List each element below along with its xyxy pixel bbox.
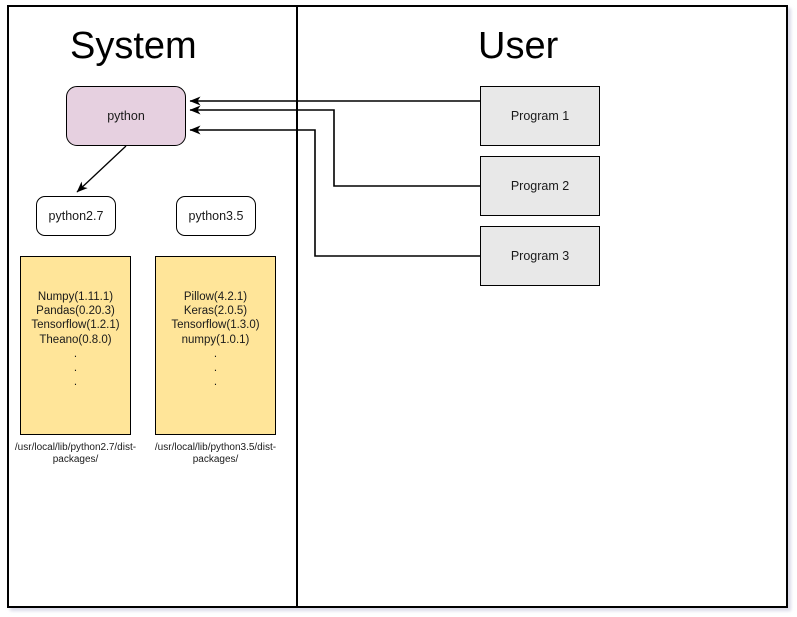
package-list-python35: Pillow(4.2.1) Keras(2.0.5) Tensorflow(1.…	[171, 291, 260, 389]
program-1-box[interactable]: Program 1	[480, 86, 600, 146]
path-label-python27: /usr/local/lib/python2.7/dist-packages/	[14, 442, 137, 465]
node-python35[interactable]: python3.5	[176, 196, 256, 236]
program-3-box[interactable]: Program 3	[480, 226, 600, 286]
package-box-python27[interactable]: Numpy(1.11.1) Pandas(0.20.3) Tensorflow(…	[20, 256, 131, 435]
program-2-box[interactable]: Program 2	[480, 156, 600, 216]
package-list-python27: Numpy(1.11.1) Pandas(0.20.3) Tensorflow(…	[31, 291, 120, 389]
node-python27[interactable]: python2.7	[36, 196, 116, 236]
system-user-divider	[296, 7, 298, 606]
section-title-user: User	[478, 25, 559, 67]
path-label-python35: /usr/local/lib/python3.5/dist-packages/	[154, 442, 277, 465]
section-title-system: System	[70, 25, 197, 67]
node-python[interactable]: python	[66, 86, 186, 146]
package-box-python35[interactable]: Pillow(4.2.1) Keras(2.0.5) Tensorflow(1.…	[155, 256, 276, 435]
